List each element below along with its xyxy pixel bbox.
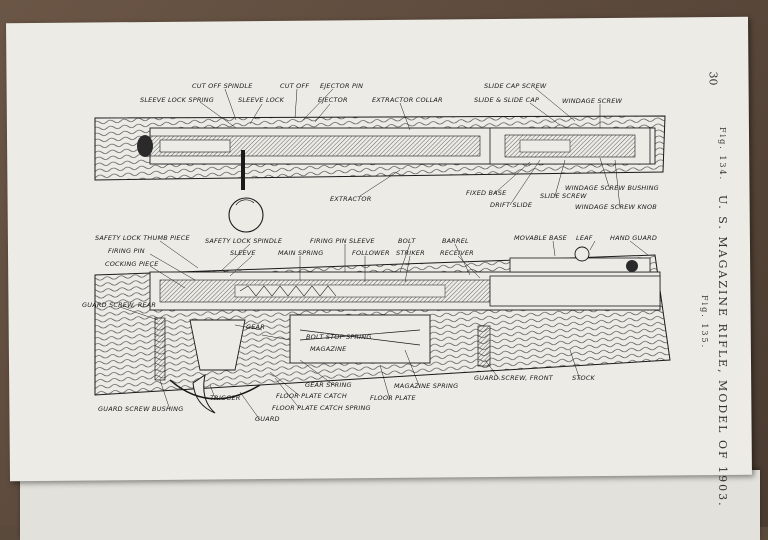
figure-134-bolt-action bbox=[94, 115, 666, 233]
label-slide-screw: SLIDE SCREW bbox=[540, 192, 587, 200]
label-gear: GEAR bbox=[246, 323, 265, 331]
label-guard-screw-bushing: GUARD SCREW BUSHING bbox=[98, 405, 184, 413]
label-ejector: EJECTOR bbox=[318, 96, 348, 104]
label-bolt: BOLT bbox=[398, 237, 416, 245]
label-sleeve-lock-spring: SLEEVE LOCK SPRING bbox=[140, 96, 214, 104]
label-striker: STRIKER bbox=[396, 249, 425, 257]
label-sleeve-lock: SLEEVE LOCK bbox=[238, 96, 285, 104]
label-magazine: MAGAZINE bbox=[310, 345, 347, 353]
label-floor-plate-catch: FLOOR PLATE CATCH bbox=[276, 392, 347, 400]
label-safety-lock-thumb-piece: SAFETY LOCK THUMB PIECE bbox=[95, 234, 190, 242]
label-floor-plate-catch-spring: FLOOR PLATE CATCH SPRING bbox=[272, 404, 371, 412]
page-number: 30 bbox=[706, 71, 720, 86]
label-gear-spring: GEAR SPRING bbox=[305, 381, 352, 389]
label-follower: FOLLOWER bbox=[352, 249, 390, 257]
label-guard-screw-rear: GUARD SCREW, REAR bbox=[82, 301, 157, 309]
rifle-diagrams bbox=[94, 87, 671, 421]
label-fixed-base: FIXED BASE bbox=[466, 189, 507, 197]
running-title: U. S. MAGAZINE RIFLE, MODEL OF 1903. bbox=[716, 195, 729, 508]
label-extractor-collar: EXTRACTOR COLLAR bbox=[372, 96, 443, 104]
label-cut-off: CUT OFF bbox=[280, 82, 310, 90]
label-firing-pin-sleeve: FIRING PIN SLEEVE bbox=[310, 237, 375, 245]
label-firing-pin: FIRING PIN bbox=[108, 247, 145, 255]
label-movable-base: MOVABLE BASE bbox=[514, 234, 567, 242]
label-trigger: TRIGGER bbox=[210, 394, 241, 402]
label-cut-off-spindle: CUT OFF SPINDLE bbox=[192, 82, 253, 90]
label-main-spring: MAIN SPRING bbox=[278, 249, 324, 257]
label-stock: STOCK bbox=[572, 374, 596, 382]
figure-135-caption: Fig. 135. bbox=[700, 295, 709, 350]
label-magazine-spring: MAGAZINE SPRING bbox=[394, 382, 459, 390]
label-barrel: BARREL bbox=[442, 237, 469, 245]
figure-134-caption: Fig. 134. bbox=[718, 127, 727, 182]
label-ejector-pin: EJECTOR PIN bbox=[320, 82, 364, 90]
label-windage-screw-knob: WINDAGE SCREW KNOB bbox=[575, 203, 657, 211]
label-receiver: RECEIVER bbox=[440, 249, 474, 257]
figure-135-rifle-section bbox=[94, 246, 671, 414]
label-windage-screw: WINDAGE SCREW bbox=[562, 97, 623, 105]
label-windage-screw-bushing: WINDAGE SCREW BUSHING bbox=[565, 184, 659, 192]
label-safety-lock-spindle: SAFETY LOCK SPINDLE bbox=[205, 237, 283, 245]
label-extractor: EXTRACTOR bbox=[330, 195, 372, 203]
leader-lines bbox=[119, 87, 649, 421]
label-guard-screw-front: GUARD SCREW, FRONT bbox=[474, 374, 553, 382]
label-slide-cap-screw: SLIDE CAP SCREW bbox=[484, 82, 547, 90]
label-sleeve: SLEEVE bbox=[230, 249, 256, 257]
label-bolt-stop-spring: BOLT STOP SPRING bbox=[306, 333, 372, 341]
label-hand-guard: HAND GUARD bbox=[610, 234, 658, 242]
label-leaf: LEAF bbox=[576, 234, 593, 242]
label-cocking-piece: COCKING PIECE bbox=[105, 260, 159, 268]
label-guard: GUARD bbox=[255, 415, 280, 423]
label-floor-plate: FLOOR PLATE bbox=[370, 394, 416, 402]
label-drift-slide: DRIFT SLIDE bbox=[490, 201, 533, 209]
label-slide-and-slide-cap: SLIDE & SLIDE CAP bbox=[474, 96, 540, 104]
